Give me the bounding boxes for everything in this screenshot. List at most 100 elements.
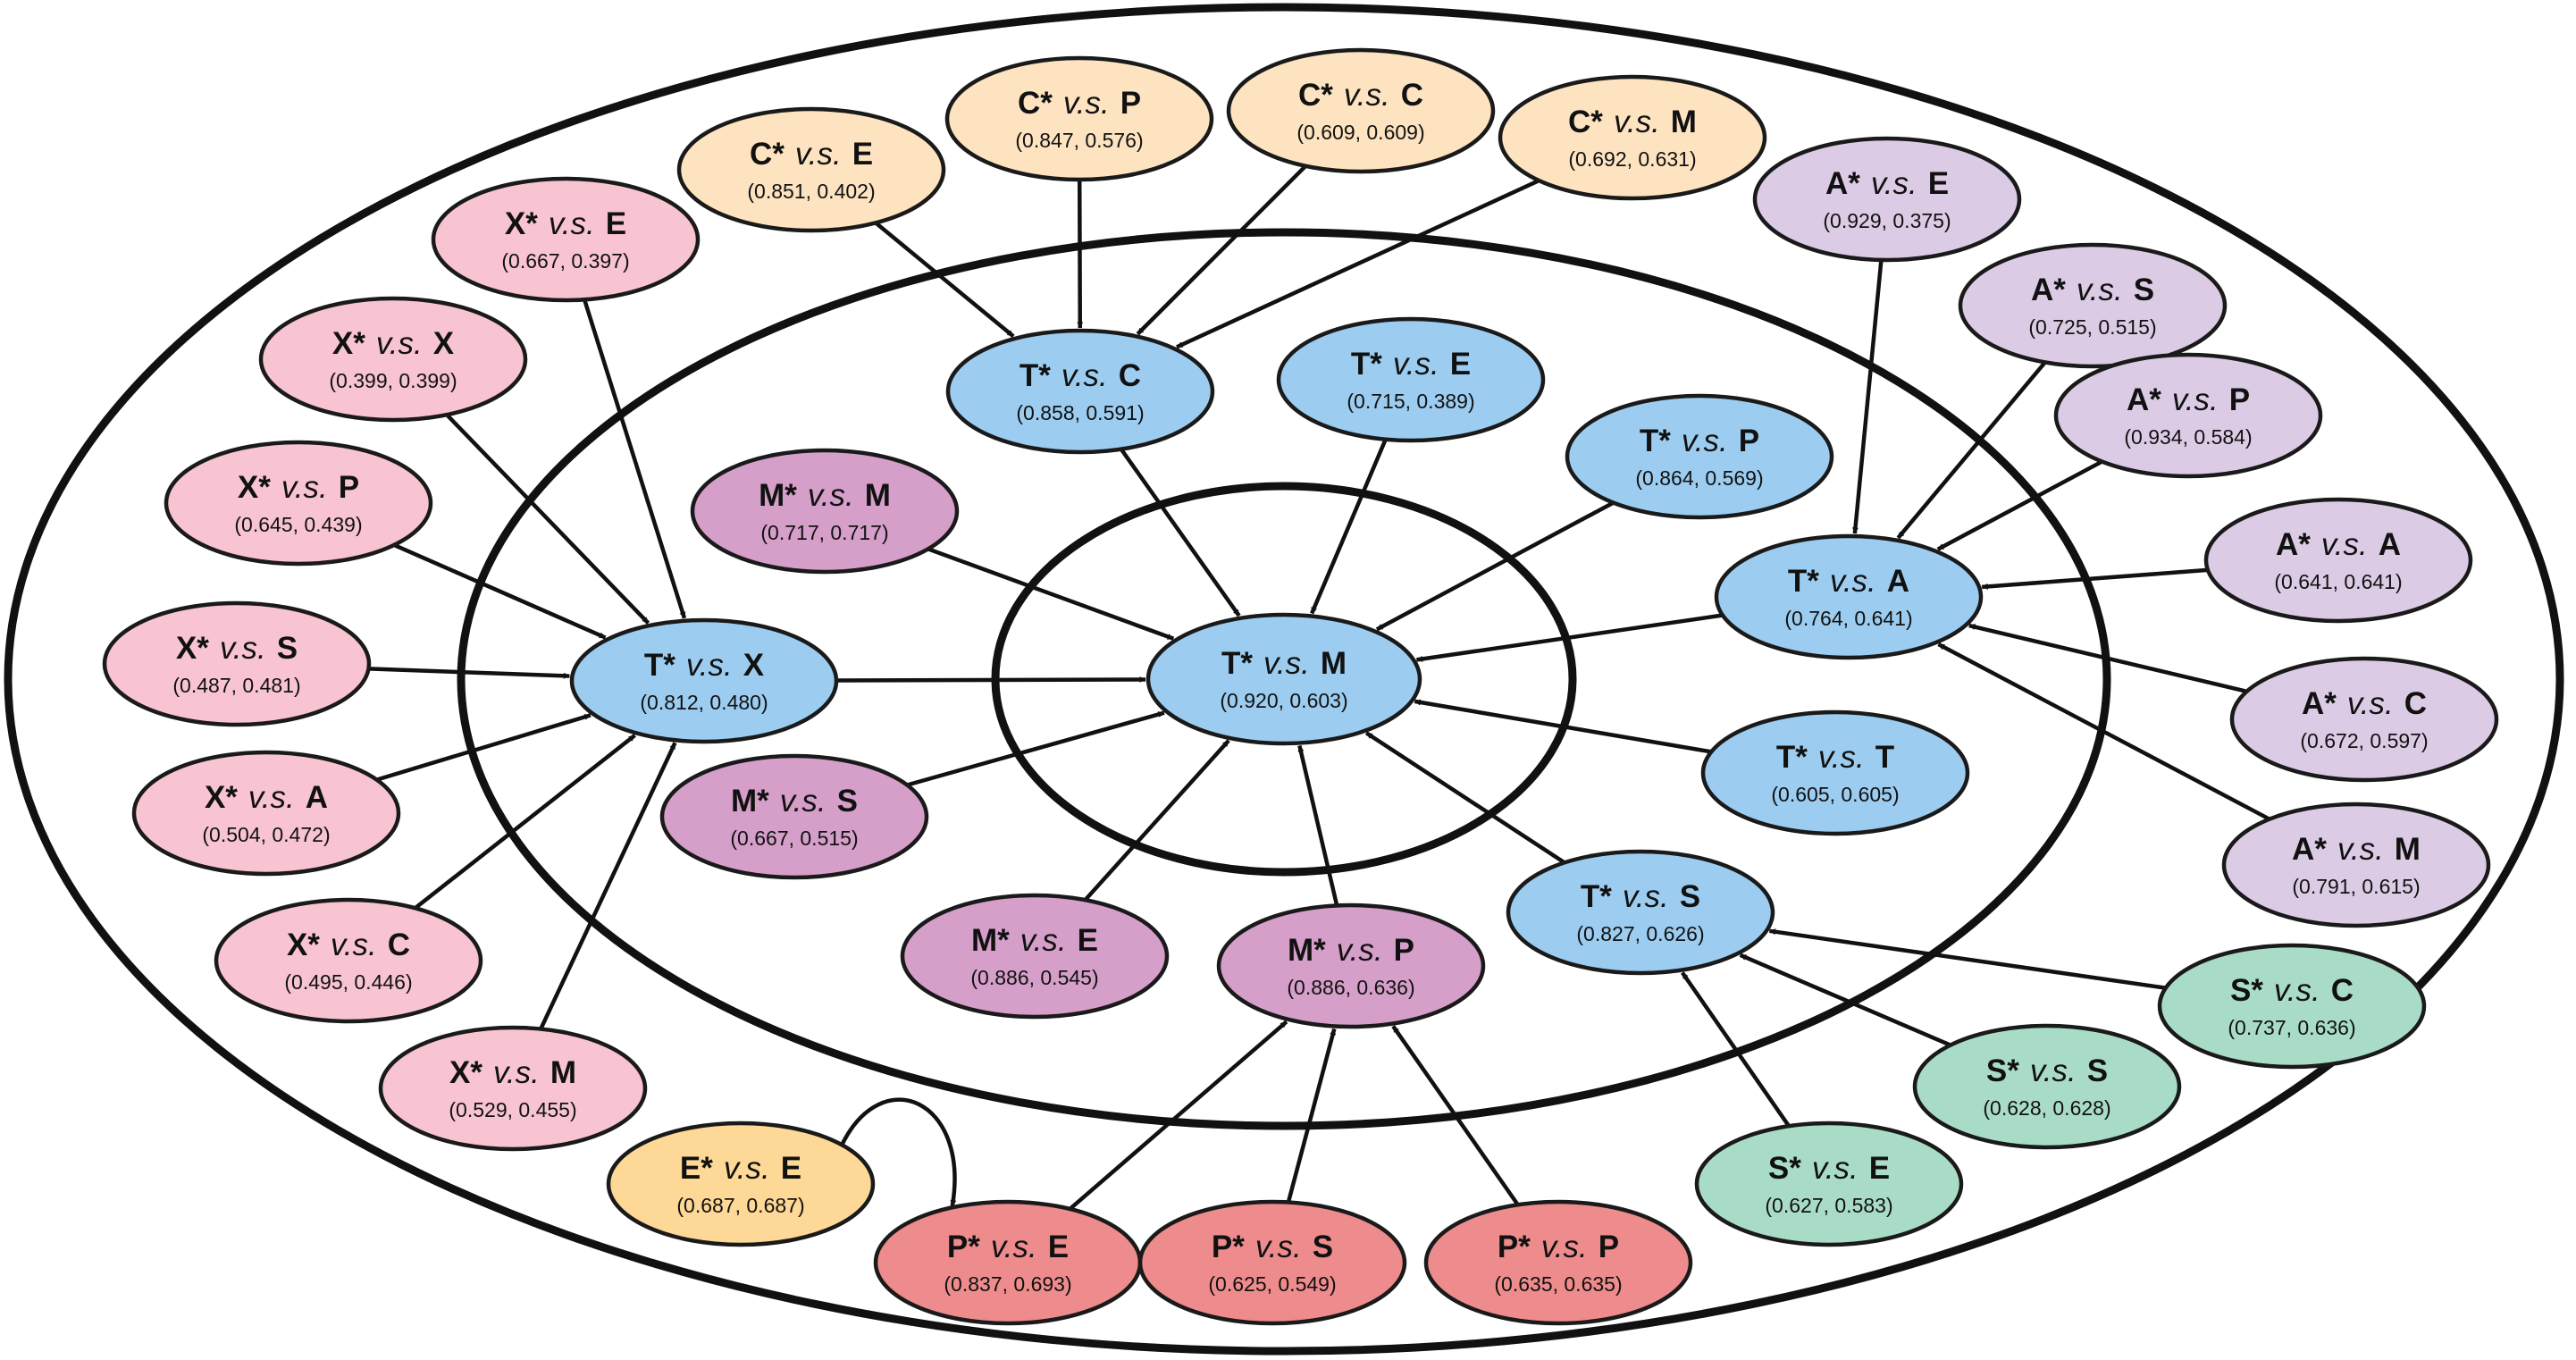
node-title-vs: v.s.	[220, 631, 266, 666]
node-title-object: E	[1078, 923, 1098, 958]
node-title-object: A	[2379, 527, 2401, 562]
edge-AC-to-TA	[1968, 623, 2248, 693]
node-title-subject: S*	[1768, 1151, 1801, 1186]
node-title: M*v.s.S	[731, 784, 858, 819]
node-value: (0.667, 0.515)	[730, 827, 858, 850]
edge-MM-to-TM	[927, 547, 1175, 641]
node-xa: X*v.s.A(0.504, 0.472)	[131, 750, 401, 877]
edge-SS-to-TS	[1739, 953, 1951, 1047]
node-tm-ellipse	[1145, 612, 1422, 746]
node-title-vs: v.s.	[2077, 273, 2123, 307]
node-ee-ellipse	[606, 1121, 876, 1247]
node-te-ellipse	[1276, 316, 1546, 443]
node-title: A*v.s.A	[2276, 527, 2401, 562]
node-ms-ellipse	[659, 753, 929, 880]
node-title: X*v.s.P	[238, 470, 359, 505]
edge-EE-to-PE	[839, 1097, 957, 1207]
node-title: X*v.s.M	[449, 1055, 576, 1090]
node-tt: T*v.s.T(0.605, 0.605)	[1700, 709, 1970, 836]
node-ac: A*v.s.C (0.672, 0.597)	[2229, 656, 2499, 783]
edge-CP-to-TC	[1077, 179, 1084, 329]
node-value: (0.858, 0.591)	[1016, 401, 1144, 424]
node-title-vs: v.s.	[281, 470, 328, 505]
node-title-vs: v.s.	[331, 928, 377, 962]
node-me: M*v.s.E(0.886, 0.545)	[900, 893, 1170, 1020]
edge-AP-to-TA	[1936, 459, 2103, 551]
node-title: M*v.s.P	[1288, 933, 1414, 968]
edge-XA-to-TX	[376, 713, 592, 782]
node-title: M*v.s.M	[759, 478, 891, 513]
node-value: (0.737, 0.636)	[2228, 1016, 2355, 1039]
node-title-object: E	[606, 206, 626, 241]
node-layer: T*v.s.M(0.920, 0.603)T*v.s.X(0.812, 0.48…	[102, 47, 2499, 1326]
node-title-vs: v.s.	[724, 1151, 770, 1186]
node-title-object: E	[1928, 166, 1949, 201]
node-tc: T*v.s.C (0.858, 0.591)	[945, 328, 1215, 455]
node-title-vs: v.s.	[1818, 740, 1865, 775]
node-title-vs: v.s.	[2347, 686, 2394, 721]
node-title-vs: v.s.	[1614, 105, 1660, 139]
edge-AM-to-TA	[1937, 642, 2270, 821]
node-title-vs: v.s.	[1623, 879, 1669, 914]
node-title: T*v.s.X	[644, 648, 765, 683]
node-title-object: M	[1671, 105, 1697, 139]
node-title-object: P	[339, 470, 359, 505]
node-value: (0.609, 0.609)	[1296, 121, 1424, 144]
node-title: T*v.s.A	[1788, 564, 1909, 599]
node-title-object: S	[1313, 1230, 1333, 1264]
outer-ring	[4, 3, 2564, 1356]
node-title-vs: v.s.	[1020, 923, 1067, 958]
node-title-object: S	[2087, 1054, 2108, 1088]
node-title: T*v.s.C	[1019, 358, 1141, 393]
node-title-object: A	[1887, 564, 1909, 599]
node-title: X*v.s.A	[205, 780, 328, 815]
node-cp-ellipse	[944, 55, 1214, 182]
node-title-subject: M*	[971, 923, 1010, 958]
node-title-vs: v.s.	[248, 780, 295, 815]
edge-TE-to-TM	[1310, 438, 1388, 615]
node-title-object: A	[306, 780, 328, 815]
node-title: C*v.s.P	[1018, 86, 1141, 121]
node-cc-ellipse	[1226, 47, 1496, 174]
node-xp-ellipse	[164, 440, 433, 567]
node-title-vs: v.s.	[1541, 1230, 1588, 1264]
node-ps-ellipse	[1137, 1199, 1407, 1326]
node-value: (0.864, 0.569)	[1635, 466, 1763, 490]
node-xs: X*v.s.S(0.487, 0.481)	[102, 600, 372, 727]
middle-ring	[457, 228, 2111, 1130]
node-title-object: C	[1401, 78, 1423, 113]
node-title-object: M	[2395, 832, 2421, 867]
node-title: X*v.s.C	[287, 928, 410, 962]
node-title-subject: X*	[449, 1055, 482, 1090]
node-title-subject: C*	[750, 137, 785, 172]
edge-TX-to-TM	[835, 676, 1146, 683]
node-ms: M*v.s.S (0.667, 0.515)	[659, 753, 929, 880]
node-title-object: S	[1680, 879, 1700, 914]
node-title-subject: C*	[1298, 78, 1333, 113]
edge-AA-to-TA	[1981, 567, 2209, 590]
node-title-object: C	[2331, 973, 2354, 1008]
node-ts: T*v.s.S(0.827, 0.626)	[1506, 849, 1775, 976]
node-te: T*v.s.E(0.715, 0.389)	[1276, 316, 1546, 443]
node-cp: C*v.s.P (0.847, 0.576)	[944, 55, 1214, 182]
node-title-object: E	[1869, 1151, 1890, 1186]
node-tx-ellipse	[569, 617, 839, 744]
node-title: C*v.s.E	[750, 137, 873, 172]
node-ae: A*v.s.E(0.929, 0.375)	[1752, 136, 2022, 263]
edge-TA-to-TM	[1416, 613, 1724, 662]
node-title-subject: M*	[1288, 933, 1326, 968]
node-title-subject: A*	[2292, 832, 2327, 867]
node-tm: T*v.s.M(0.920, 0.603)	[1145, 612, 1422, 746]
node-title-object: C	[388, 928, 410, 962]
node-title-subject: T*	[1776, 740, 1808, 775]
node-value: (0.847, 0.576)	[1015, 129, 1143, 152]
node-title-vs: v.s.	[1393, 347, 1439, 382]
node-title: M* v.s. E	[971, 923, 1098, 958]
node-value: (0.717, 0.717)	[760, 521, 888, 544]
node-ta-ellipse	[1714, 533, 1984, 660]
node-cm-ellipse	[1498, 74, 1767, 201]
node-value: (0.672, 0.597)	[2300, 729, 2428, 752]
node-title: A*v.s.M	[2292, 832, 2421, 867]
node-title-object: E	[781, 1151, 801, 1186]
node-title: A*v.s.C	[2302, 686, 2427, 721]
